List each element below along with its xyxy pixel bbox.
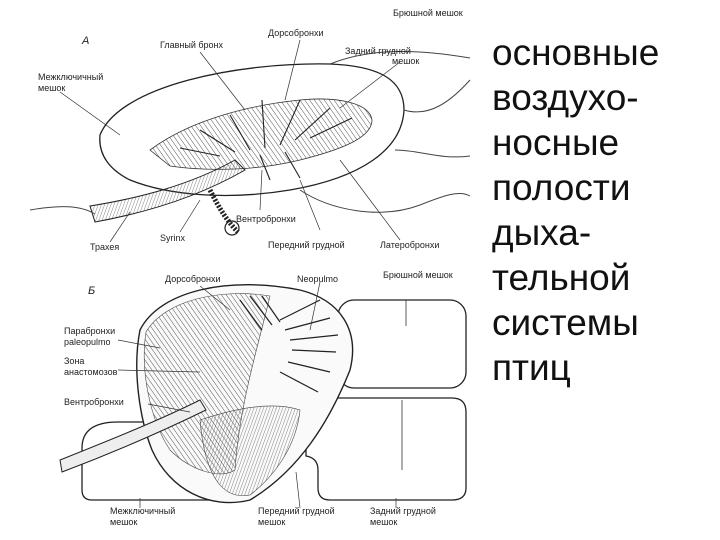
caption-line: воздухо-	[492, 75, 718, 120]
neck-line	[30, 207, 95, 214]
caption-line: системы	[492, 300, 718, 345]
label-abdominal-sac-b: Брюшной мешок	[383, 270, 453, 280]
caption-line: птиц	[492, 345, 718, 390]
sac-line	[395, 150, 470, 157]
label-posterior-thoracic-sac-a-2: мешок	[392, 56, 419, 66]
label-laterobronchi-a: Латеробронхи	[380, 240, 439, 250]
label-parabronchi-b-1: Парабронхи	[64, 326, 115, 336]
caption-line: полости	[492, 165, 718, 210]
label-anterior-thoracic-sac-b-1: Передний грудной	[258, 506, 335, 516]
panel-a-letter: А	[81, 35, 89, 47]
label-posterior-thoracic-sac-a-1: Задний грудной	[345, 46, 411, 56]
caption-line: дыха-	[492, 210, 718, 255]
bronchus-lower	[210, 190, 238, 232]
label-interclavicular-sac-a-2: мешок	[38, 83, 65, 93]
bird-respiratory-diagram: А Дорсо	[0, 0, 480, 540]
label-ventrobronchi-b: Вентробронхи	[64, 397, 124, 407]
panel-a: А Дорсо	[30, 8, 470, 252]
slide-caption: основные воздухо- носные полости дыха- т…	[492, 30, 718, 390]
panel-b: Б Дорсобронхи N	[60, 270, 466, 527]
label-abdominal-sac-a: Брюшной мешок	[393, 8, 463, 18]
label-anterior-thoracic-sac-b-2: мешок	[258, 517, 285, 527]
label-anastomosis-zone-b-1: Зона	[64, 356, 84, 366]
label-anterior-thoracic-sac-a: Передний грудной	[268, 240, 345, 250]
label-parabronchi-b-2: paleopulmo	[64, 337, 111, 347]
label-interclavicular-sac-b-2: мешок	[110, 517, 137, 527]
label-main-bronchus-a: Главный бронх	[160, 40, 224, 50]
label-interclavicular-sac-b-1: Межключичный	[110, 506, 175, 516]
abdominal-sac-outline-a	[404, 80, 470, 112]
label-neopulmo-b: Neopulmo	[297, 274, 338, 284]
label-posterior-thoracic-sac-b-1: Задний грудной	[370, 506, 436, 516]
label-posterior-thoracic-sac-b-2: мешок	[370, 517, 397, 527]
label-dorsobronchi-a: Дорсобронхи	[268, 28, 323, 38]
label-ventrobronchi-a: Вентробронхи	[236, 214, 296, 224]
label-anastomosis-zone-b-2: анастомозов	[64, 367, 118, 377]
sac-line	[300, 190, 470, 212]
label-interclavicular-sac-a-1: Межключичный	[38, 72, 103, 82]
panel-b-letter: Б	[88, 285, 95, 297]
abdominal-sac-box	[338, 300, 466, 388]
caption-line: тельной	[492, 255, 718, 300]
label-dorsobronchi-b: Дорсобронхи	[165, 274, 220, 284]
label-trachea-a: Трахея	[90, 242, 119, 252]
caption-line: носные	[492, 120, 718, 165]
caption-line: основные	[492, 30, 718, 75]
label-syrinx-a: Syrinx	[160, 233, 186, 243]
